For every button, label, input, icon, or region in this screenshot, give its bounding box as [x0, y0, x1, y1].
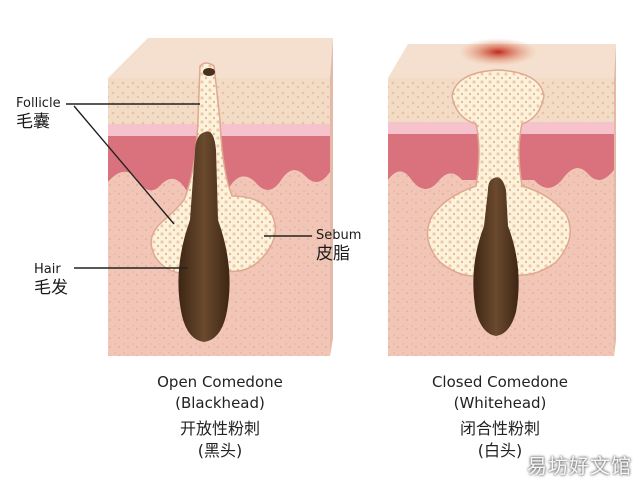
closed-caption-cn-sub: (白头) [477, 441, 523, 460]
follicle-leader-diagonal [73, 105, 175, 225]
closed-caption-cn-title: 闭合性粉刺 [459, 419, 540, 438]
open-comedone-illustration [108, 38, 333, 356]
watermark-text: 易坊好文馆 [527, 454, 632, 478]
closed-comedone-illustration [388, 38, 616, 356]
open-caption-en-title: Open Comedone [157, 373, 283, 391]
open-caption-cn-sub: (黑头) [197, 441, 243, 460]
sebum-label-en: Sebum [316, 228, 362, 243]
follicle-label-cn: 毛囊 [16, 112, 50, 132]
hair-label-cn: 毛发 [34, 278, 68, 298]
follicle-label-en: Follicle [16, 96, 61, 111]
open-comedone-caption: Open Comedone (Blackhead) 开放性粉刺 (黑头) [100, 372, 340, 462]
sebum-label: Sebum 皮脂 [316, 228, 361, 264]
closed-comedone-caption: Closed Comedone (Whitehead) 闭合性粉刺 (白头) [380, 372, 620, 462]
open-caption-en-sub: (Blackhead) [175, 394, 265, 412]
sebum-label-cn: 皮脂 [316, 244, 350, 264]
open-caption-cn-title: 开放性粉刺 [179, 419, 260, 438]
closed-caption-en-sub: (Whitehead) [453, 394, 547, 412]
follicle-label: Follicle 毛囊 [16, 96, 61, 132]
hair-label: Hair 毛发 [34, 262, 68, 298]
hair-label-en: Hair [34, 262, 61, 277]
closed-caption-en-title: Closed Comedone [431, 373, 569, 391]
leader-lines [66, 103, 312, 269]
